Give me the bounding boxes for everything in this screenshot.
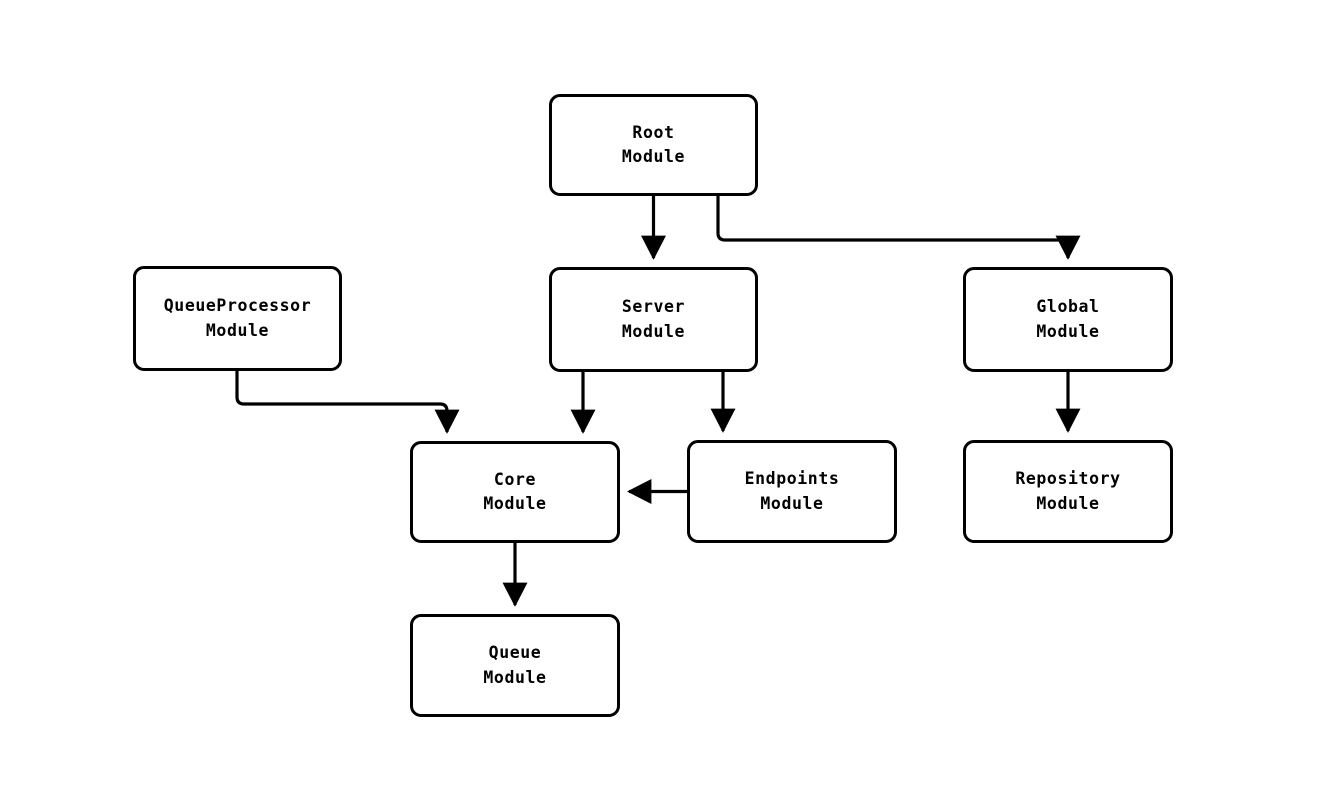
node-server-module-name: Server	[621, 297, 686, 317]
node-root-module-suffix: Module	[621, 147, 686, 166]
node-server-module[interactable]: Server Module	[549, 267, 758, 372]
node-queueprocessor-module-name: QueueProcessor	[163, 296, 312, 316]
node-core-module[interactable]: Core Module	[410, 441, 620, 543]
edge-queueprocessor-to-core	[235, 371, 460, 434]
node-endpoints-module[interactable]: Endpoints Module	[687, 440, 897, 543]
node-core-module-name: Core	[493, 469, 537, 489]
node-endpoints-module-name: Endpoints	[744, 469, 840, 489]
node-queueprocessor-module[interactable]: QueueProcessor Module	[133, 266, 342, 371]
node-queue-module-suffix: Module	[483, 667, 547, 687]
node-root-module-name: Root	[632, 122, 675, 142]
node-queue-module-name: Queue	[488, 643, 542, 663]
node-global-module[interactable]: Global Module	[963, 267, 1173, 372]
node-root-module[interactable]: Root Module	[549, 94, 758, 196]
node-repository-module-name: Repository	[1015, 469, 1121, 489]
edge-root-to-global	[716, 196, 1081, 260]
node-server-module-suffix: Module	[621, 321, 686, 341]
node-endpoints-module-suffix: Module	[760, 493, 824, 513]
node-global-module-suffix: Module	[1036, 321, 1100, 341]
node-core-module-suffix: Module	[483, 494, 547, 513]
node-queue-module[interactable]: Queue Module	[410, 614, 620, 717]
node-repository-module[interactable]: Repository Module	[963, 440, 1173, 543]
node-repository-module-suffix: Module	[1036, 493, 1100, 513]
node-queueprocessor-module-suffix: Module	[205, 320, 270, 340]
node-global-module-name: Global	[1036, 297, 1100, 317]
